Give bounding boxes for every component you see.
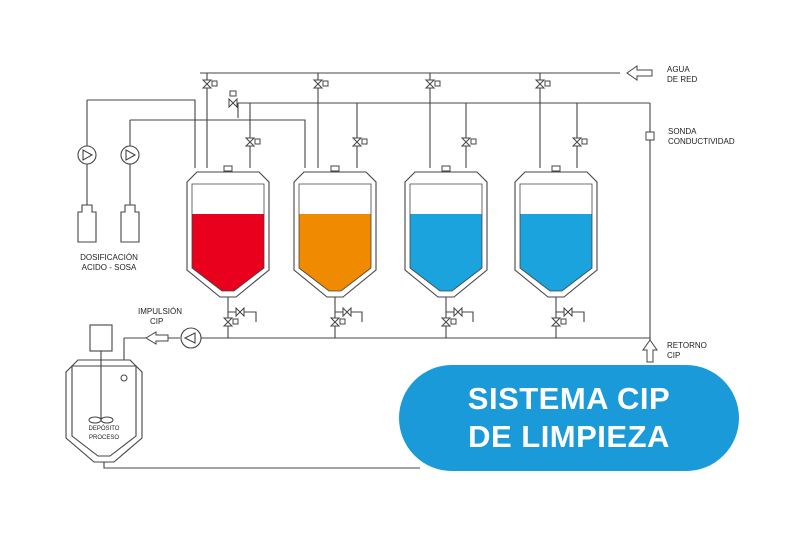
tank-1: ÁCIDO	[186, 165, 270, 298]
tank-2: SOSA	[293, 165, 377, 298]
pump-icon	[77, 145, 202, 349]
tank-label: AGUA	[435, 196, 458, 205]
sensor-icon	[645, 131, 655, 141]
tank-liquid	[520, 214, 592, 291]
valve-icon	[201, 79, 588, 327]
tank-label: ÁCIDO	[215, 206, 240, 215]
arrow-up-icon	[642, 339, 658, 363]
tank-lid	[551, 165, 561, 172]
title-line-2: DE LIMPIEZA	[468, 419, 670, 454]
tank-shell	[404, 171, 488, 298]
retorno-label-1: RETORNO	[667, 341, 707, 350]
tank-liquid	[192, 214, 264, 291]
tank-inner-wall	[298, 183, 372, 292]
arrow-left-icon	[145, 331, 169, 345]
tank-inner-wall	[191, 183, 265, 292]
sonda-label-2: CONDUCTIVIDAD	[668, 137, 735, 146]
pipe-network	[86, 72, 651, 469]
tank-label: RECUPERADA	[418, 206, 474, 215]
tank-label: AGUA DE RED	[529, 206, 584, 215]
tank-liquid	[410, 214, 482, 291]
tank-lid	[441, 165, 451, 172]
deposito-label-2: PROCESO	[89, 435, 119, 441]
tank-inner-wall	[409, 183, 483, 292]
tank-shell	[514, 171, 598, 298]
agua-red-label-2: DE RED	[667, 75, 697, 84]
dosing-containers	[77, 204, 140, 243]
tank-lid	[330, 165, 340, 172]
tank-liquid	[299, 214, 371, 291]
title-line-1: SISTEMA CIP	[467, 381, 671, 416]
tank-lid	[223, 165, 233, 172]
tank-shell	[186, 171, 270, 298]
deposito-label-1: DEPÓSITO	[89, 425, 120, 432]
tank-label: SOSA	[324, 206, 347, 215]
retorno-label-2: CIP	[667, 351, 680, 360]
tank-inner-wall	[519, 183, 593, 292]
deposito-proceso	[65, 324, 143, 463]
impulsion-label-1: IMPULSIÓN	[138, 307, 182, 316]
sonda-label-1: SONDA	[668, 127, 697, 136]
dosificacion-label-2: ACIDO - SOSA	[82, 263, 137, 272]
tank-4: AGUA DE RED	[514, 165, 598, 298]
dosificacion-label-1: DOSIFICACIÓN	[80, 253, 138, 262]
tank-shell	[293, 171, 377, 298]
agua-red-label-1: AGUA	[667, 65, 690, 74]
impulsion-label-2: CIP	[150, 317, 163, 326]
arrow-left-icon	[626, 65, 653, 81]
title-badge: SISTEMA CIP DE LIMPIEZA	[399, 365, 739, 471]
agitator-icon	[88, 374, 128, 424]
